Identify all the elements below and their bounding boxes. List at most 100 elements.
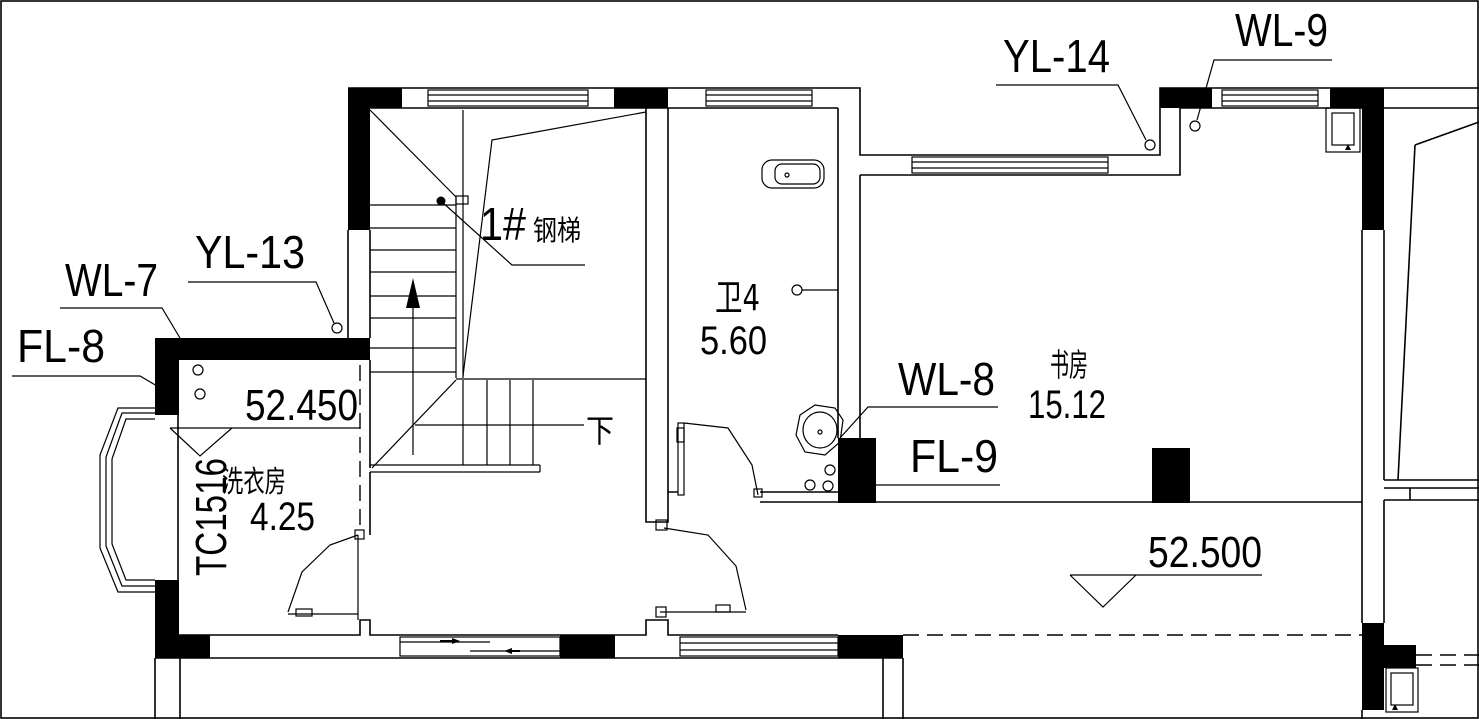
elevation-laundry: 52.450	[245, 381, 358, 430]
wash-basin	[795, 404, 844, 456]
lower-stair-diagonal	[371, 379, 457, 469]
shaft-bottom	[1385, 667, 1419, 713]
elevation-markers	[169, 427, 1262, 608]
stair-down-label: 下	[586, 412, 614, 450]
window-top-right	[1221, 89, 1319, 107]
door-swing	[663, 527, 747, 611]
tag-wl8: WL-8	[898, 353, 995, 405]
leader-lines	[12, 59, 1332, 486]
door-jamb	[655, 519, 668, 531]
shaft-top	[1325, 107, 1361, 153]
window-bottom-right	[679, 636, 839, 657]
laundry-name: 洗衣房	[222, 465, 286, 500]
lower-stair-treads	[370, 380, 541, 473]
pipe-shaft-block	[838, 438, 876, 503]
slide-arrow-icon	[440, 638, 460, 644]
door-swing	[683, 422, 759, 496]
study-area: 15.12	[1028, 383, 1106, 427]
pipe-wl9-icon	[1189, 120, 1201, 132]
wall-lines	[154, 87, 1479, 719]
floor-drain-icon	[791, 284, 803, 296]
door-jamb	[753, 488, 763, 498]
wall-block	[1384, 645, 1416, 668]
toilet-flush-icon	[784, 172, 790, 178]
window-frame	[679, 636, 839, 657]
door-jamb	[676, 427, 685, 443]
elevation-corridor: 52.500	[1148, 528, 1262, 577]
bay-window	[99, 407, 155, 593]
elevation-triangle-icon	[1069, 574, 1262, 608]
wall-block	[348, 88, 370, 230]
stair-void-diagonal	[369, 109, 457, 198]
wall-block	[1362, 623, 1384, 710]
slide-arrow-icon	[504, 648, 520, 654]
shaft-mark-icon	[1345, 144, 1351, 150]
wall-block	[838, 635, 903, 658]
basin-drain-icon	[817, 429, 823, 435]
wall-block	[614, 88, 668, 108]
window-top-left	[427, 89, 589, 107]
wall-block	[155, 338, 370, 360]
toilet	[761, 159, 825, 189]
stair-name: 钢梯	[533, 214, 581, 247]
bay-window-outline	[99, 407, 155, 593]
shaft-inner	[1390, 672, 1414, 706]
shaft-mark-icon	[1392, 704, 1398, 710]
laundry-door	[287, 529, 365, 620]
right-edge-dash	[1416, 654, 1479, 666]
shaft-inner	[1331, 112, 1355, 146]
tag-fl9: FL-9	[910, 430, 998, 482]
door-jamb	[655, 606, 667, 618]
leader-wl9	[1196, 59, 1332, 121]
tag-wl7: WL-7	[65, 254, 158, 306]
window-glazing	[1222, 94, 1318, 102]
door-handle	[295, 608, 313, 617]
study-name: 书房	[1050, 346, 1088, 384]
labels: YL-14 WL-9 YL-13 WL-7 FL-8 WL-8 FL-9 1# …	[17, 4, 1328, 577]
fixtures	[761, 107, 1419, 713]
window-bathroom	[705, 89, 813, 107]
door-jamb	[354, 529, 365, 540]
window-frame	[1221, 89, 1319, 107]
pipe-yl14-icon	[1144, 139, 1156, 151]
window-glazing	[706, 94, 812, 102]
windows	[99, 89, 1319, 657]
wall-block	[1362, 88, 1384, 230]
window-glazing	[428, 94, 588, 102]
stair-newel	[455, 195, 469, 205]
bathroom-area: 5.60	[700, 319, 767, 363]
window-frame	[399, 636, 561, 657]
window-frame	[911, 156, 1109, 174]
wall-block	[560, 635, 615, 658]
bathroom-door	[676, 422, 763, 498]
pipe-fl9-icon	[822, 480, 834, 492]
laundry-area: 4.25	[250, 495, 315, 539]
pipe-wl7-icon	[192, 364, 204, 376]
pipe-fl8-icon	[194, 388, 206, 400]
stairs	[369, 109, 647, 473]
pipe-yl13-icon	[331, 322, 343, 334]
stair-leader-line	[440, 200, 585, 266]
leader-wl8	[839, 406, 998, 439]
dashed-lines	[359, 365, 1479, 666]
tag-wl9: WL-9	[1235, 4, 1328, 56]
corridor-door	[655, 519, 747, 618]
doors	[287, 422, 763, 620]
wall-blocks	[155, 88, 1416, 710]
sliding-window-bottom	[399, 636, 561, 657]
basin-bowl	[802, 411, 838, 449]
window-frame	[427, 89, 589, 107]
leader-fl8	[12, 375, 158, 387]
door-leaf	[288, 535, 359, 620]
wall-outline	[154, 87, 1479, 719]
adjacent-room-lines	[1361, 121, 1479, 719]
window-study	[911, 156, 1109, 174]
wall-block	[155, 338, 179, 415]
window-glazing	[912, 161, 1108, 169]
shaft-outline	[1325, 107, 1361, 153]
window-glazing	[680, 642, 838, 651]
door-swing	[287, 534, 359, 613]
leader-wl7	[60, 307, 181, 339]
